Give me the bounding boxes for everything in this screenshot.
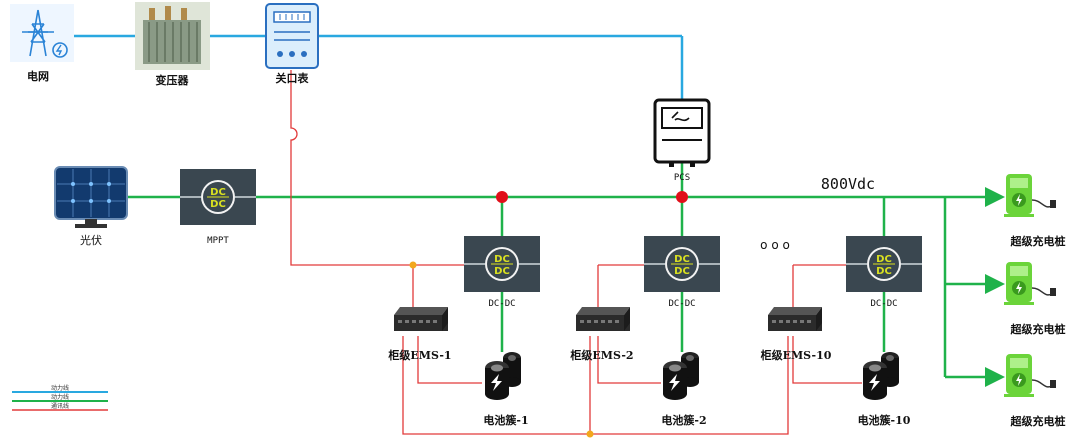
legend: 动力线 动力线 通讯线 [12, 384, 108, 411]
charger-3-icon [1003, 353, 1057, 398]
pv-label: 光伏 [80, 233, 102, 247]
mppt-label: MPPT [207, 236, 229, 246]
battery-1-icon [485, 352, 521, 400]
ems-1-icon [394, 307, 448, 331]
pv-panel-icon [54, 166, 128, 228]
transformer-label: 变压器 [156, 73, 190, 87]
ems-10-icon [768, 307, 822, 331]
charger-label-3: 超级充电桩 [1010, 414, 1066, 428]
dcdc-label-10: DC-DC [870, 299, 897, 309]
battery-label-1: 电池簇-1 [483, 413, 528, 427]
dcdc-label-1: DC-DC [488, 299, 515, 309]
ems-label-1: 柜级EMS-1 [387, 348, 451, 362]
charger-label-1: 超级充电桩 [1010, 234, 1066, 248]
battery-10-icon [863, 352, 899, 400]
charger-1-icon [1003, 173, 1057, 218]
bus-node-dot [496, 191, 508, 203]
pcs-label: PCS [674, 173, 690, 183]
dcdc-module-1-icon [463, 235, 541, 293]
grid-label: 电网 [27, 69, 49, 83]
battery-label-2: 电池簇-2 [661, 413, 706, 427]
dcdc-module-10-icon [845, 235, 923, 293]
ems-2-icon [576, 307, 630, 331]
grid-icon [10, 4, 74, 62]
bus-voltage-label: 800Vdc [821, 175, 875, 193]
battery-2-icon [663, 352, 699, 400]
transformer-icon [135, 2, 210, 70]
dcdc-label-2: DC-DC [668, 299, 695, 309]
comm-lines [290, 70, 862, 435]
pcs-icon [653, 98, 711, 167]
dc-power-lines [128, 162, 1005, 387]
legend-dc-label: 动力线 [51, 393, 69, 401]
comm-junction-dot [586, 430, 594, 438]
legend-ac-label: 动力线 [51, 384, 69, 392]
meter-icon [265, 3, 319, 69]
ellipsis-marker: o o o [760, 238, 790, 252]
legend-comm-label: 通讯线 [51, 402, 69, 410]
ac-power-lines [60, 34, 684, 100]
bus-node-dot [676, 191, 688, 203]
charger-label-2: 超级充电桩 [1010, 322, 1066, 336]
ems-label-10: 柜级EMS-10 [760, 348, 832, 362]
mppt-icon [179, 168, 257, 226]
battery-label-10: 电池簇-10 [858, 413, 911, 427]
charger-2-icon [1003, 261, 1057, 306]
ems-label-2: 柜级EMS-2 [569, 348, 633, 362]
dcdc-module-2-icon [643, 235, 721, 293]
comm-junction-dot [409, 261, 417, 269]
meter-label: 关口表 [276, 71, 310, 85]
